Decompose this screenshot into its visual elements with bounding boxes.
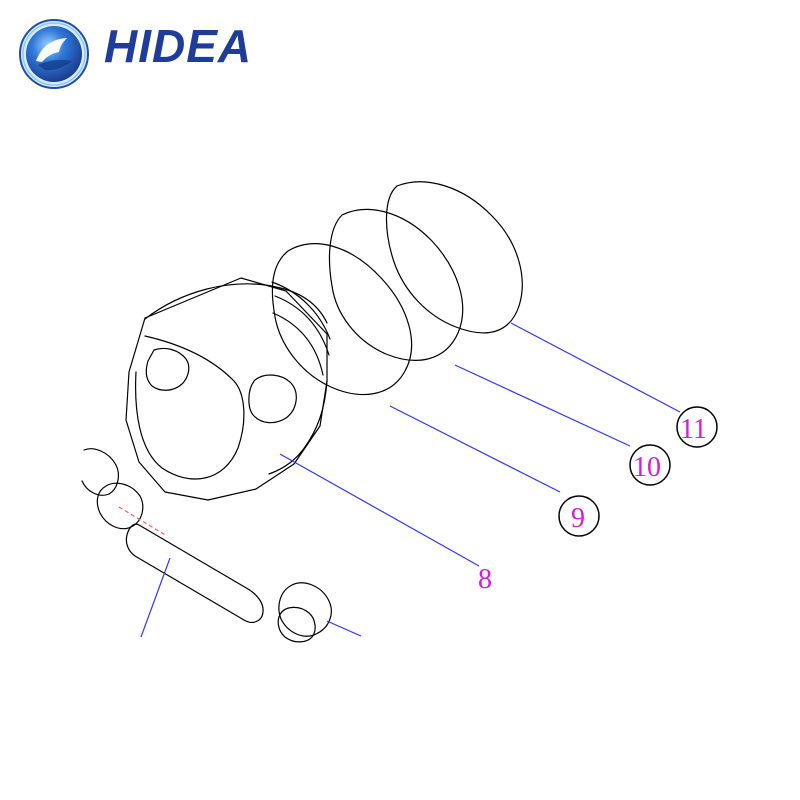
connecting-rod-eye-right: [277, 606, 316, 643]
ring-9: [271, 243, 413, 396]
piston-ring-groove-2: [274, 295, 330, 356]
callout-9-circle: [558, 495, 600, 537]
leader-8: [279, 453, 480, 567]
callout-8-label: 8: [478, 564, 492, 595]
piston-pin-end-right: [278, 582, 332, 637]
piston-top-rim: [144, 283, 328, 324]
hidea-logo-icon: [18, 18, 90, 90]
piston-pin: [125, 523, 264, 623]
callout-11-label: 11: [680, 414, 707, 445]
callout-10-circle: [629, 444, 671, 486]
leader-11: [510, 322, 681, 413]
piston-ring-groove-3: [272, 312, 324, 376]
connecting-rod-eye-left: [81, 448, 119, 496]
callout-9-label: 9: [571, 503, 585, 534]
piston-inner-front: [135, 335, 245, 480]
leader-right-small: [326, 620, 362, 637]
piston-pin-end-left: [96, 482, 144, 530]
piston-window: [248, 374, 297, 424]
leader-pin: [140, 557, 171, 638]
piston-body: [125, 277, 328, 501]
piston-side-edge: [268, 380, 328, 475]
brand-name: HIDEA: [104, 20, 253, 72]
piston-inner-bore: [145, 347, 190, 391]
leader-10: [454, 364, 631, 447]
callout-10-label: 10: [633, 452, 661, 483]
piston-ring-groove-1: [271, 281, 331, 340]
callout-11-circle: [676, 406, 718, 448]
ring-10: [328, 208, 464, 361]
leader-9: [389, 405, 561, 493]
ring-11: [385, 181, 523, 334]
pin-center-line: [118, 506, 168, 537]
